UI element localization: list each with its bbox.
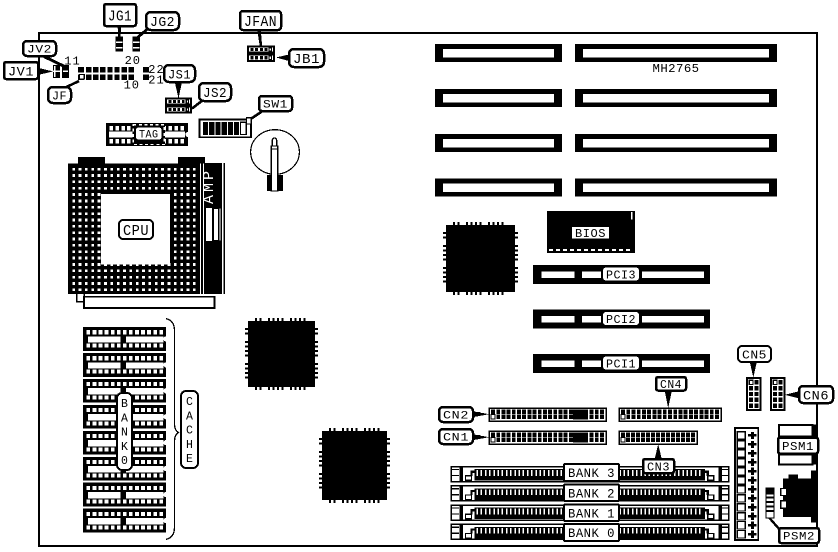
svg-text:C: C <box>186 396 193 409</box>
svg-text:MH2765: MH2765 <box>653 63 700 76</box>
svg-text:21: 21 <box>148 74 164 88</box>
svg-text:JS2: JS2 <box>203 86 227 102</box>
svg-text:BANK 0: BANK 0 <box>568 527 615 541</box>
svg-text:C: C <box>186 425 193 438</box>
svg-text:SW1: SW1 <box>263 100 288 112</box>
svg-text:CN4: CN4 <box>660 379 682 392</box>
svg-text:A: A <box>186 410 193 423</box>
svg-text:20: 20 <box>125 54 141 68</box>
svg-text:CN3: CN3 <box>647 461 670 474</box>
svg-text:CN5: CN5 <box>742 348 767 362</box>
svg-text:JB1: JB1 <box>293 52 320 68</box>
svg-text:JG2: JG2 <box>150 15 175 31</box>
svg-text:JF: JF <box>52 89 67 103</box>
svg-text:CN6: CN6 <box>803 388 829 403</box>
svg-text:CN1: CN1 <box>443 433 469 445</box>
svg-text:N: N <box>121 427 128 440</box>
svg-text:BANK 3: BANK 3 <box>568 467 615 481</box>
svg-text:BIOS: BIOS <box>575 228 606 241</box>
svg-text:CN2: CN2 <box>443 411 469 423</box>
svg-text:CPU: CPU <box>123 224 149 240</box>
svg-text:PCI1: PCI1 <box>606 357 636 371</box>
svg-text:22: 22 <box>148 63 164 77</box>
svg-text:11: 11 <box>64 54 80 68</box>
svg-text:TAG: TAG <box>139 130 159 142</box>
svg-text:E: E <box>186 453 193 466</box>
svg-text:JS1: JS1 <box>168 67 191 82</box>
svg-text:10: 10 <box>124 78 140 92</box>
svg-text:BANK 1: BANK 1 <box>568 507 615 521</box>
svg-text:B: B <box>121 398 128 411</box>
svg-text:PSM1: PSM1 <box>782 440 814 454</box>
svg-text:JFAN: JFAN <box>244 15 277 31</box>
svg-text:H: H <box>186 439 193 452</box>
svg-text:JG1: JG1 <box>108 9 132 25</box>
svg-text:AMP: AMP <box>201 168 218 204</box>
svg-text:A: A <box>121 412 128 425</box>
svg-text:0: 0 <box>121 455 128 468</box>
svg-text:JV2: JV2 <box>27 45 52 57</box>
svg-text:JV1: JV1 <box>8 64 34 79</box>
svg-text:K: K <box>121 441 128 454</box>
svg-text:PCI3: PCI3 <box>606 268 636 282</box>
svg-text:PSM2: PSM2 <box>783 532 815 544</box>
svg-text:BANK 2: BANK 2 <box>568 487 615 501</box>
svg-text:PCI2: PCI2 <box>606 313 636 327</box>
